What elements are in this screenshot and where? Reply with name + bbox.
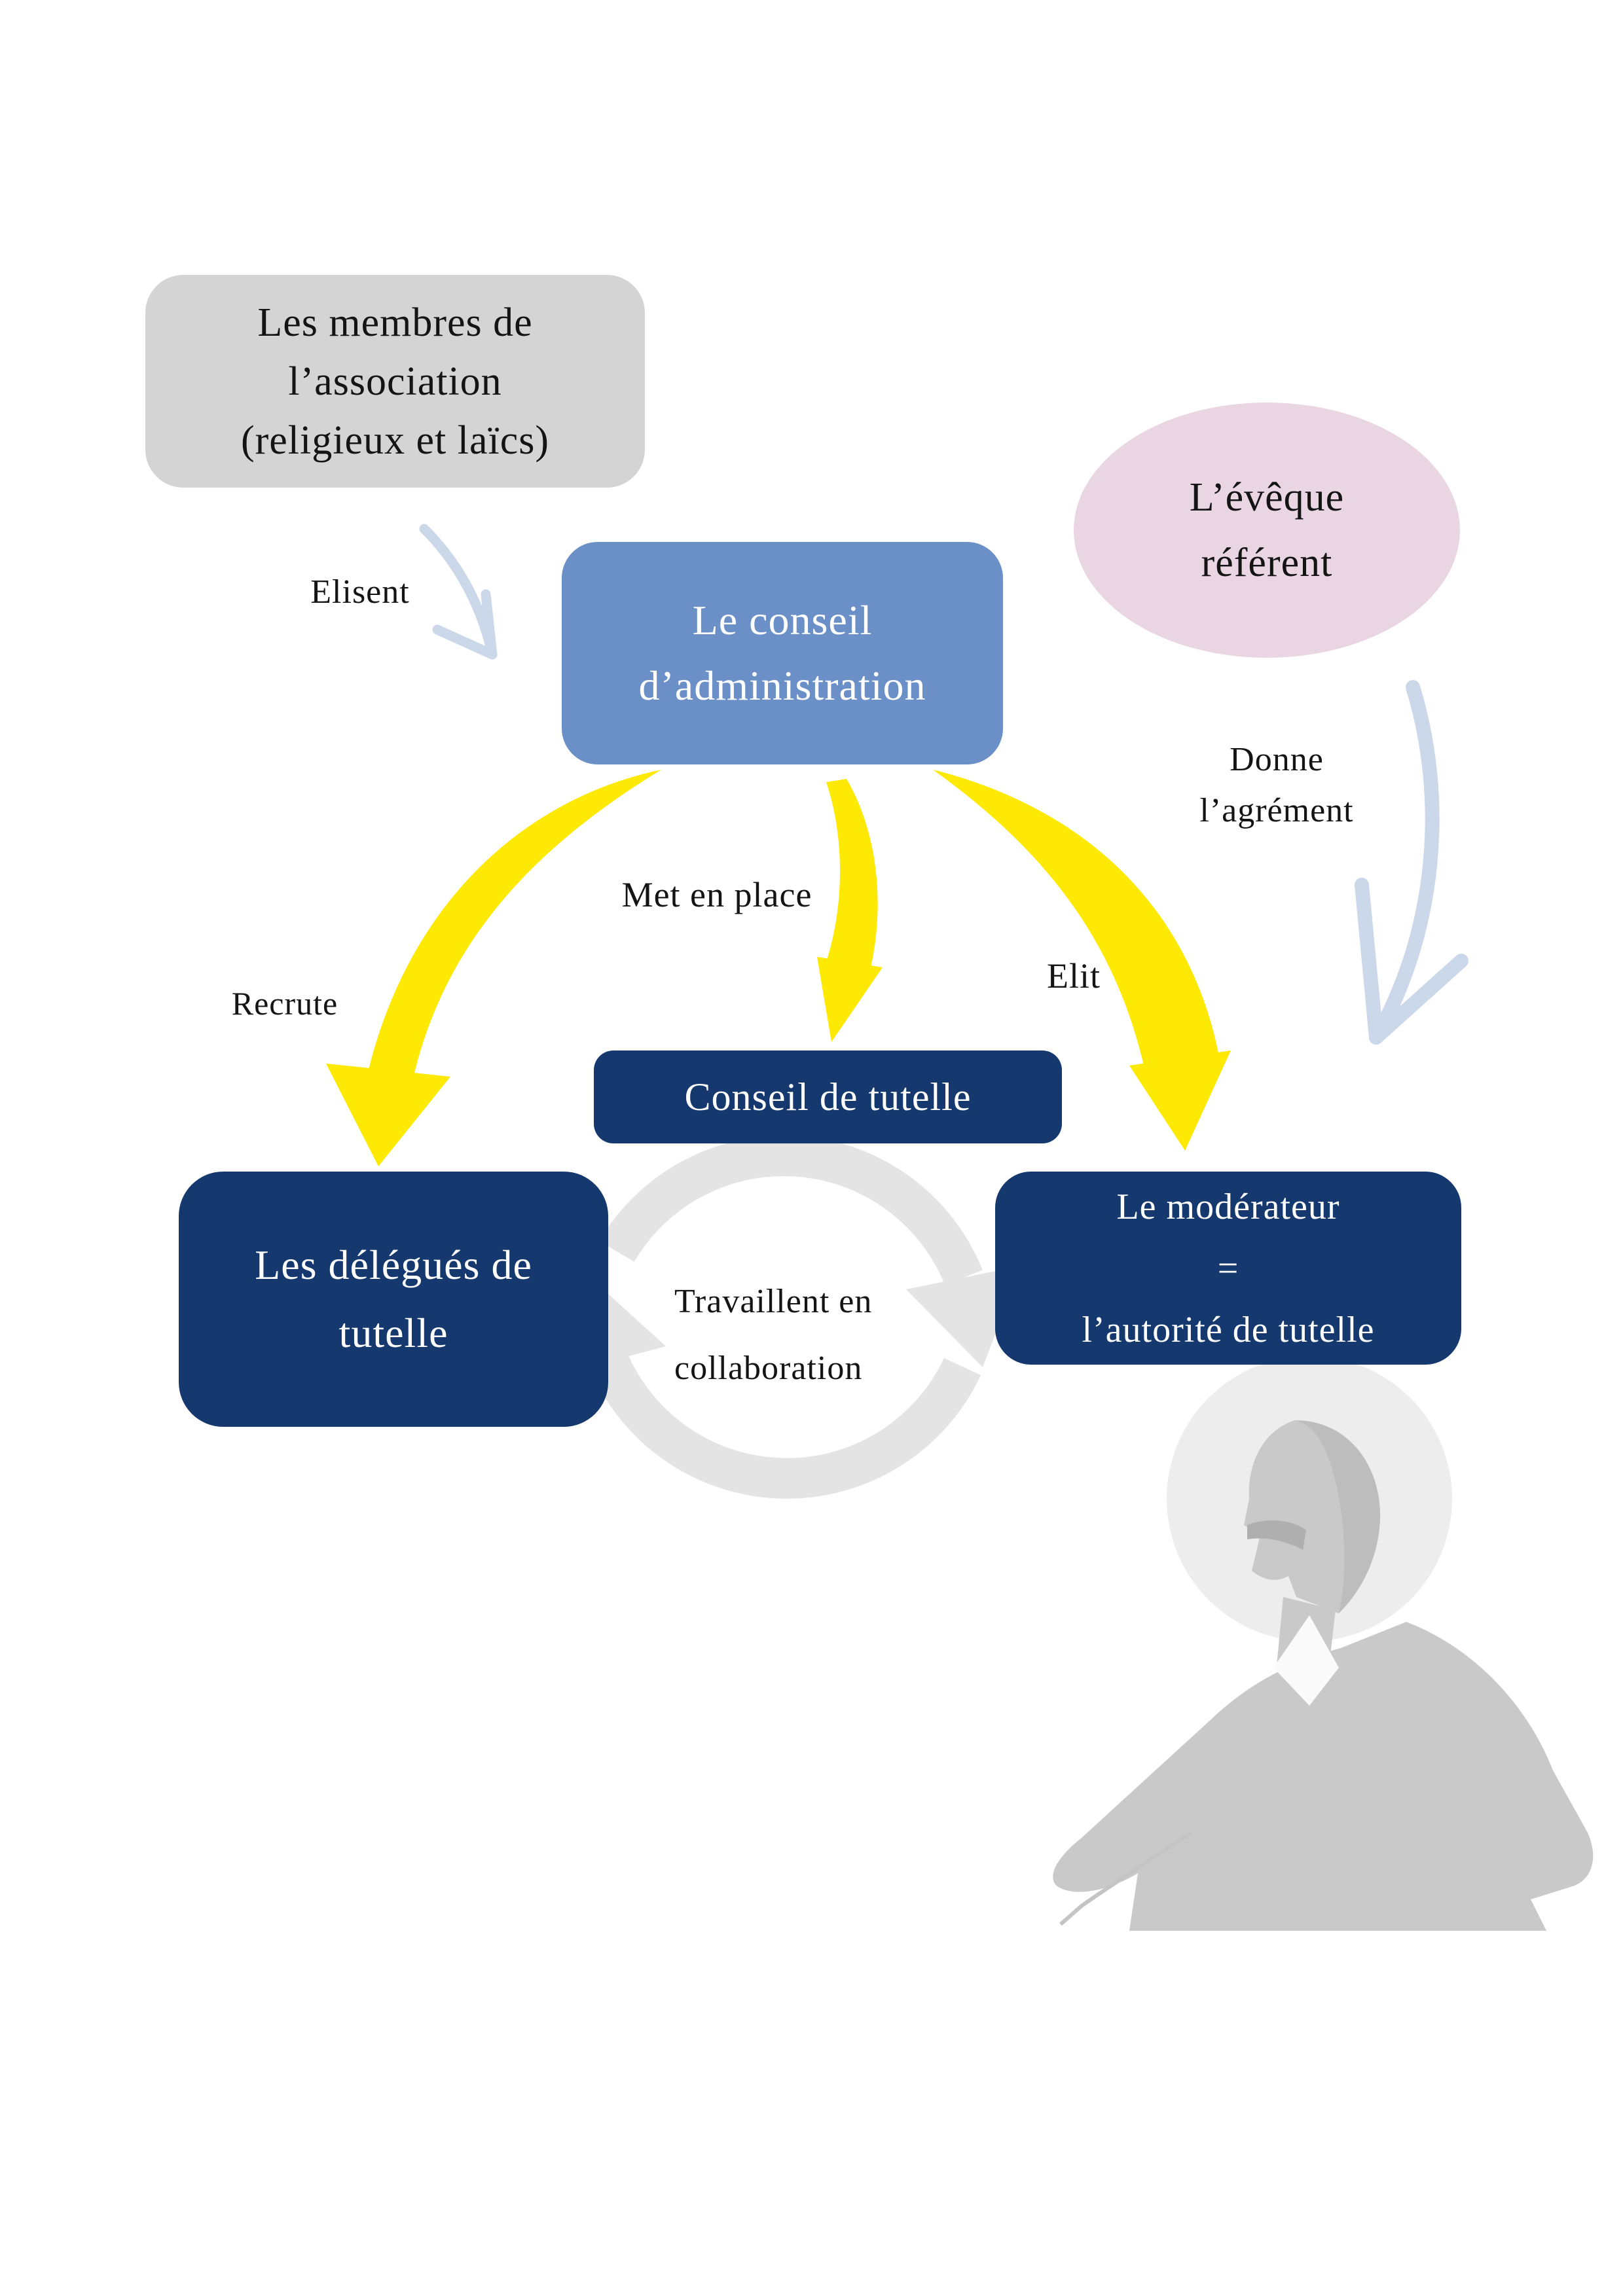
grant-label: Donne l’agrément	[1142, 734, 1411, 836]
node-members: Les membres de l’association (religieux …	[145, 275, 645, 488]
board-line1: Le conseil	[692, 597, 873, 643]
delegates-line1: Les délégués de	[255, 1242, 532, 1288]
delegates-line2: tutelle	[338, 1310, 448, 1356]
board-line2: d’administration	[638, 662, 926, 709]
moderator-line2: =	[1217, 1247, 1239, 1289]
elects-arrow	[933, 770, 1231, 1151]
recruits-label: Recrute	[231, 985, 338, 1022]
collaborate-label: Travaillent en collaboration	[674, 1268, 917, 1402]
collaborate-label-line1: Travaillent en	[674, 1283, 873, 1320]
elect-label: Elisent	[310, 573, 410, 611]
bishop-silhouette-illustration	[1053, 1356, 1594, 1931]
node-board: Le conseil d’administration	[562, 542, 1003, 764]
collaborate-label-line2: collaboration	[674, 1350, 863, 1387]
bishop-line1: L’évêque	[1189, 475, 1345, 520]
members-line3: (religieux et laïcs)	[240, 418, 549, 463]
elect-arrow	[419, 524, 498, 660]
moderator-line1: Le modérateur	[1116, 1186, 1340, 1227]
supervisory-label: Conseil de tutelle	[684, 1075, 972, 1119]
node-supervisory-council: Conseil de tutelle	[594, 1050, 1062, 1143]
bishop-line2: référent	[1201, 541, 1333, 585]
grant-label-line2: l’agrément	[1199, 792, 1354, 829]
grant-arrow	[1355, 680, 1468, 1045]
recruit-arrow	[326, 770, 661, 1166]
node-moderator: Le modérateur = l’autorité de tutelle	[995, 1172, 1461, 1365]
elects-label: Elit	[1047, 956, 1101, 996]
node-bishop: L’évêque référent	[1074, 403, 1460, 658]
moderator-line3: l’autorité de tutelle	[1082, 1309, 1375, 1350]
grant-label-line1: Donne	[1230, 741, 1324, 778]
set-up-arrow	[817, 779, 883, 1042]
set-up-label: Met en place	[621, 875, 812, 914]
members-line1: Les membres de	[257, 300, 533, 345]
members-line2: l’association	[288, 359, 502, 404]
node-delegates: Les délégués de tutelle	[179, 1172, 608, 1427]
